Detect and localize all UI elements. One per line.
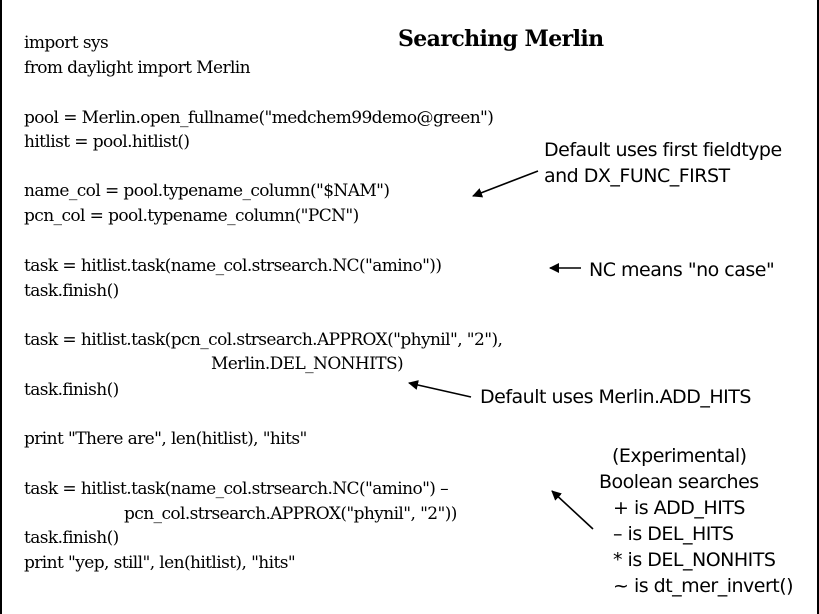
code-line-finish-2: task.finish() (24, 380, 119, 400)
code-line-import-sys: import sys (24, 33, 109, 53)
annotation-boolean-line-nonhits: * is DEL_NONHITS (613, 549, 776, 571)
code-line-name-col: name_col = pool.typename_column("$NAM") (24, 181, 390, 201)
annotation-default-fieldtype-line-1: Default uses first fieldtype (544, 139, 782, 161)
code-line-task-nc: task = hitlist.task(name_col.strsearch.N… (24, 256, 442, 276)
code-line-open-pool: pool = Merlin.open_fullname("medchem99de… (24, 108, 494, 128)
annotation-boolean-line-invert: ~ is dt_mer_invert() (613, 575, 794, 597)
annotation-default-fieldtype-line-2: and DX_FUNC_FIRST (544, 165, 730, 187)
annotation-add-hits: Default uses Merlin.ADD_HITS (480, 386, 751, 408)
slide-title: Searching Merlin (398, 26, 604, 52)
annotation-boolean-line-experimental: (Experimental) (612, 445, 747, 467)
code-line-finish-3: task.finish() (24, 528, 119, 548)
arrow-to-name-col (472, 170, 539, 198)
code-line-pcn-col: pcn_col = pool.typename_column("PCN") (24, 206, 359, 226)
arrow-to-finish (408, 380, 472, 398)
annotation-boolean-line-del: – is DEL_HITS (613, 523, 734, 545)
annotation-boolean-line-add: + is ADD_HITS (613, 497, 746, 519)
code-line-boolean-continuation: pcn_col.strsearch.APPROX("phynil", "2")) (124, 504, 457, 524)
code-line-del-nonhits: Merlin.DEL_NONHITS) (211, 354, 404, 374)
code-line-finish-1: task.finish() (24, 281, 119, 301)
code-line-print-hits: print "There are", len(hitlist), "hits" (24, 429, 307, 449)
code-line-hitlist: hitlist = pool.hitlist() (24, 132, 190, 152)
code-line-print-still: print "yep, still", len(hitlist), "hits" (24, 553, 296, 573)
annotation-boolean-searches: (Experimental) Boolean searches + is ADD… (599, 443, 794, 599)
arrow-to-minus-operator (551, 490, 594, 530)
annotation-no-case: NC means "no case" (589, 259, 775, 281)
code-line-task-approx: task = hitlist.task(pcn_col.strsearch.AP… (24, 330, 503, 350)
annotation-boolean-line-heading: Boolean searches (599, 471, 759, 493)
code-line-import-merlin: from daylight import Merlin (24, 58, 251, 78)
code-line-task-boolean: task = hitlist.task(name_col.strsearch.N… (24, 479, 449, 499)
slide-left-border (0, 0, 2, 614)
annotation-default-fieldtype: Default uses first fieldtype and DX_FUNC… (544, 137, 782, 189)
slide-right-border (817, 0, 819, 614)
